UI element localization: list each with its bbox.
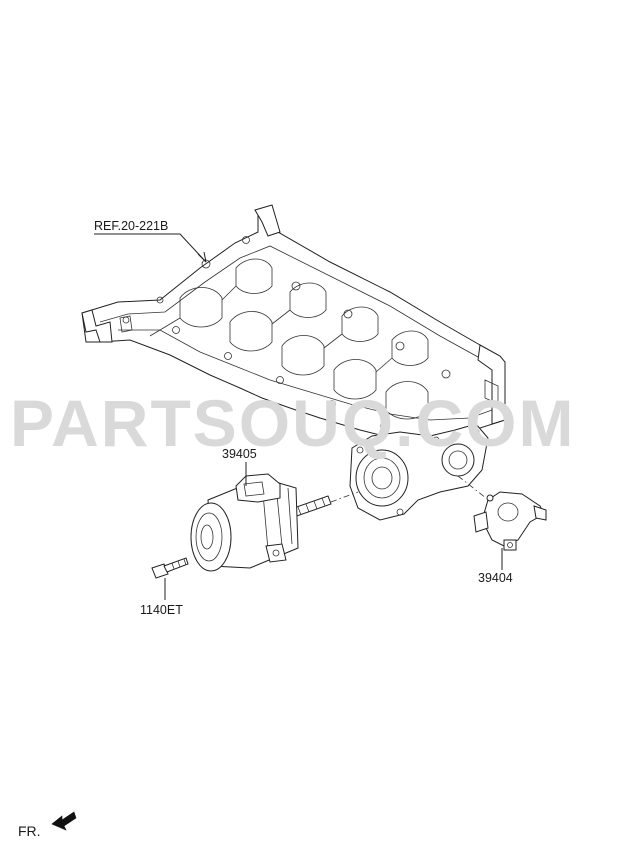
front-direction-arrow-icon <box>51 811 77 831</box>
bolt <box>151 557 189 579</box>
label-part-39404[interactable]: 39404 <box>478 571 513 585</box>
actuator-motor <box>190 473 332 572</box>
position-sensor <box>473 491 547 551</box>
cylinder-head-frame <box>81 204 506 446</box>
leader-lines <box>94 233 503 600</box>
label-ref-20-221b[interactable]: REF.20-221B <box>94 219 168 233</box>
front-indicator: FR. <box>18 811 77 839</box>
label-part-1140et[interactable]: 1140ET <box>140 603 183 617</box>
actuator-housing <box>349 423 489 521</box>
front-label: FR. <box>18 823 41 839</box>
label-part-39405[interactable]: 39405 <box>222 447 257 461</box>
assembly-centerlines <box>330 475 487 503</box>
watermark: PARTSOUQ.COM <box>10 386 575 460</box>
